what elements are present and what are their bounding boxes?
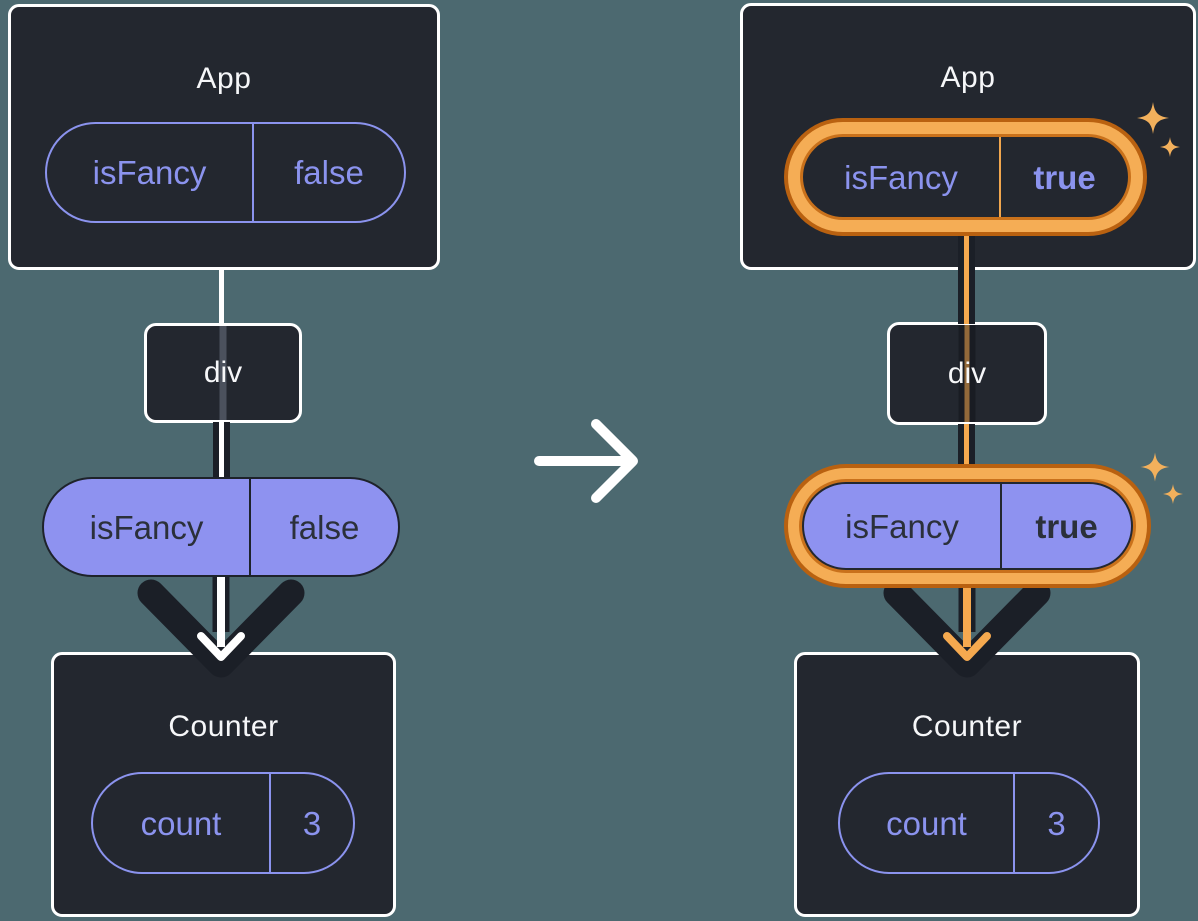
prop-name: isFancy <box>845 507 959 545</box>
arrow-right-icon <box>534 419 638 503</box>
state-name: count <box>886 804 967 842</box>
app-component-box: App isFancy true <box>740 3 1196 270</box>
counter-component-box: Counter count 3 <box>794 652 1140 917</box>
arrow-down-icon <box>883 556 1051 678</box>
app-title: App <box>940 61 996 94</box>
ghost-flow-core <box>964 325 970 422</box>
app-title: App <box>196 62 252 95</box>
app-state-pill: isFancy false <box>45 122 406 223</box>
ghost-flow-line <box>219 326 227 420</box>
counter-state-pill: count 3 <box>838 772 1100 874</box>
div-node-box: div <box>887 322 1047 425</box>
counter-title: Counter <box>168 710 279 743</box>
prop-flow-band <box>213 422 230 479</box>
counter-state-pill: count 3 <box>91 772 355 874</box>
app-component-box: App isFancy false <box>8 4 440 270</box>
state-name: count <box>140 804 222 842</box>
prop-flow-band <box>958 234 975 324</box>
tree-connector-line <box>219 267 224 325</box>
sparkle-icon <box>1140 452 1183 504</box>
prop-value: true <box>999 137 1128 217</box>
counter-component-box: Counter count 3 <box>51 652 396 917</box>
prop-value: false <box>252 124 404 221</box>
div-label: div <box>203 356 243 389</box>
state-value: 3 <box>1013 774 1098 872</box>
state-value: 3 <box>269 774 353 872</box>
prop-flow-core <box>964 234 969 324</box>
prop-flow-band <box>958 424 975 468</box>
sparkle-icon <box>1137 102 1180 157</box>
prop-name: isFancy <box>89 508 204 546</box>
passed-prop-pill: isFancy false <box>42 477 400 577</box>
prop-value: true <box>1000 484 1131 568</box>
prop-value: false <box>249 479 398 575</box>
app-state-pill-highlighted: isFancy true <box>800 134 1131 220</box>
counter-title: Counter <box>911 710 1023 743</box>
prop-name: isFancy <box>92 154 207 191</box>
div-node-box: div <box>144 323 302 423</box>
prop-name: isFancy <box>844 158 958 196</box>
passed-prop-pill-highlighted: isFancy true <box>802 482 1133 570</box>
div-label: div <box>947 356 987 390</box>
ghost-flow-line <box>958 325 976 422</box>
prop-flow-core <box>964 424 969 468</box>
prop-flow-core <box>219 422 224 479</box>
